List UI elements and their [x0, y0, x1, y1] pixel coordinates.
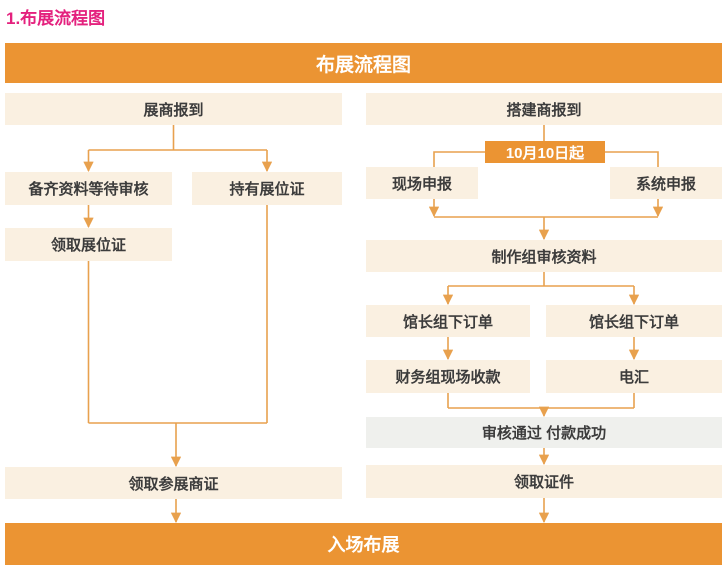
node-wire-transfer: 电汇 — [546, 360, 722, 393]
node-order-left: 馆长组下订单 — [366, 305, 530, 337]
node-onsite-payment: 财务组现场收款 — [366, 360, 530, 393]
node-team-review: 制作组审核资料 — [366, 240, 722, 272]
page-title: 1.布展流程图 — [6, 9, 106, 28]
enter-venue-banner: 入场布展 — [5, 523, 722, 565]
node-get-exhibitor-cert: 领取参展商证 — [5, 467, 342, 499]
node-has-booth-cert: 持有展位证 — [192, 172, 342, 205]
node-prepare-docs: 备齐资料等待审核 — [5, 172, 172, 205]
flowchart-title-banner: 布展流程图 — [5, 43, 722, 83]
node-onsite-declare: 现场申报 — [366, 167, 478, 199]
node-order-right: 馆长组下订单 — [546, 305, 722, 337]
node-approved-paid: 审核通过 付款成功 — [366, 417, 722, 448]
node-builder-checkin: 搭建商报到 — [366, 93, 722, 125]
node-exhibitor-checkin: 展商报到 — [5, 93, 342, 125]
node-get-cert: 领取证件 — [366, 465, 722, 498]
date-badge: 10月10日起 — [485, 141, 605, 163]
node-system-declare: 系统申报 — [610, 167, 722, 199]
node-get-booth-cert: 领取展位证 — [5, 228, 172, 261]
